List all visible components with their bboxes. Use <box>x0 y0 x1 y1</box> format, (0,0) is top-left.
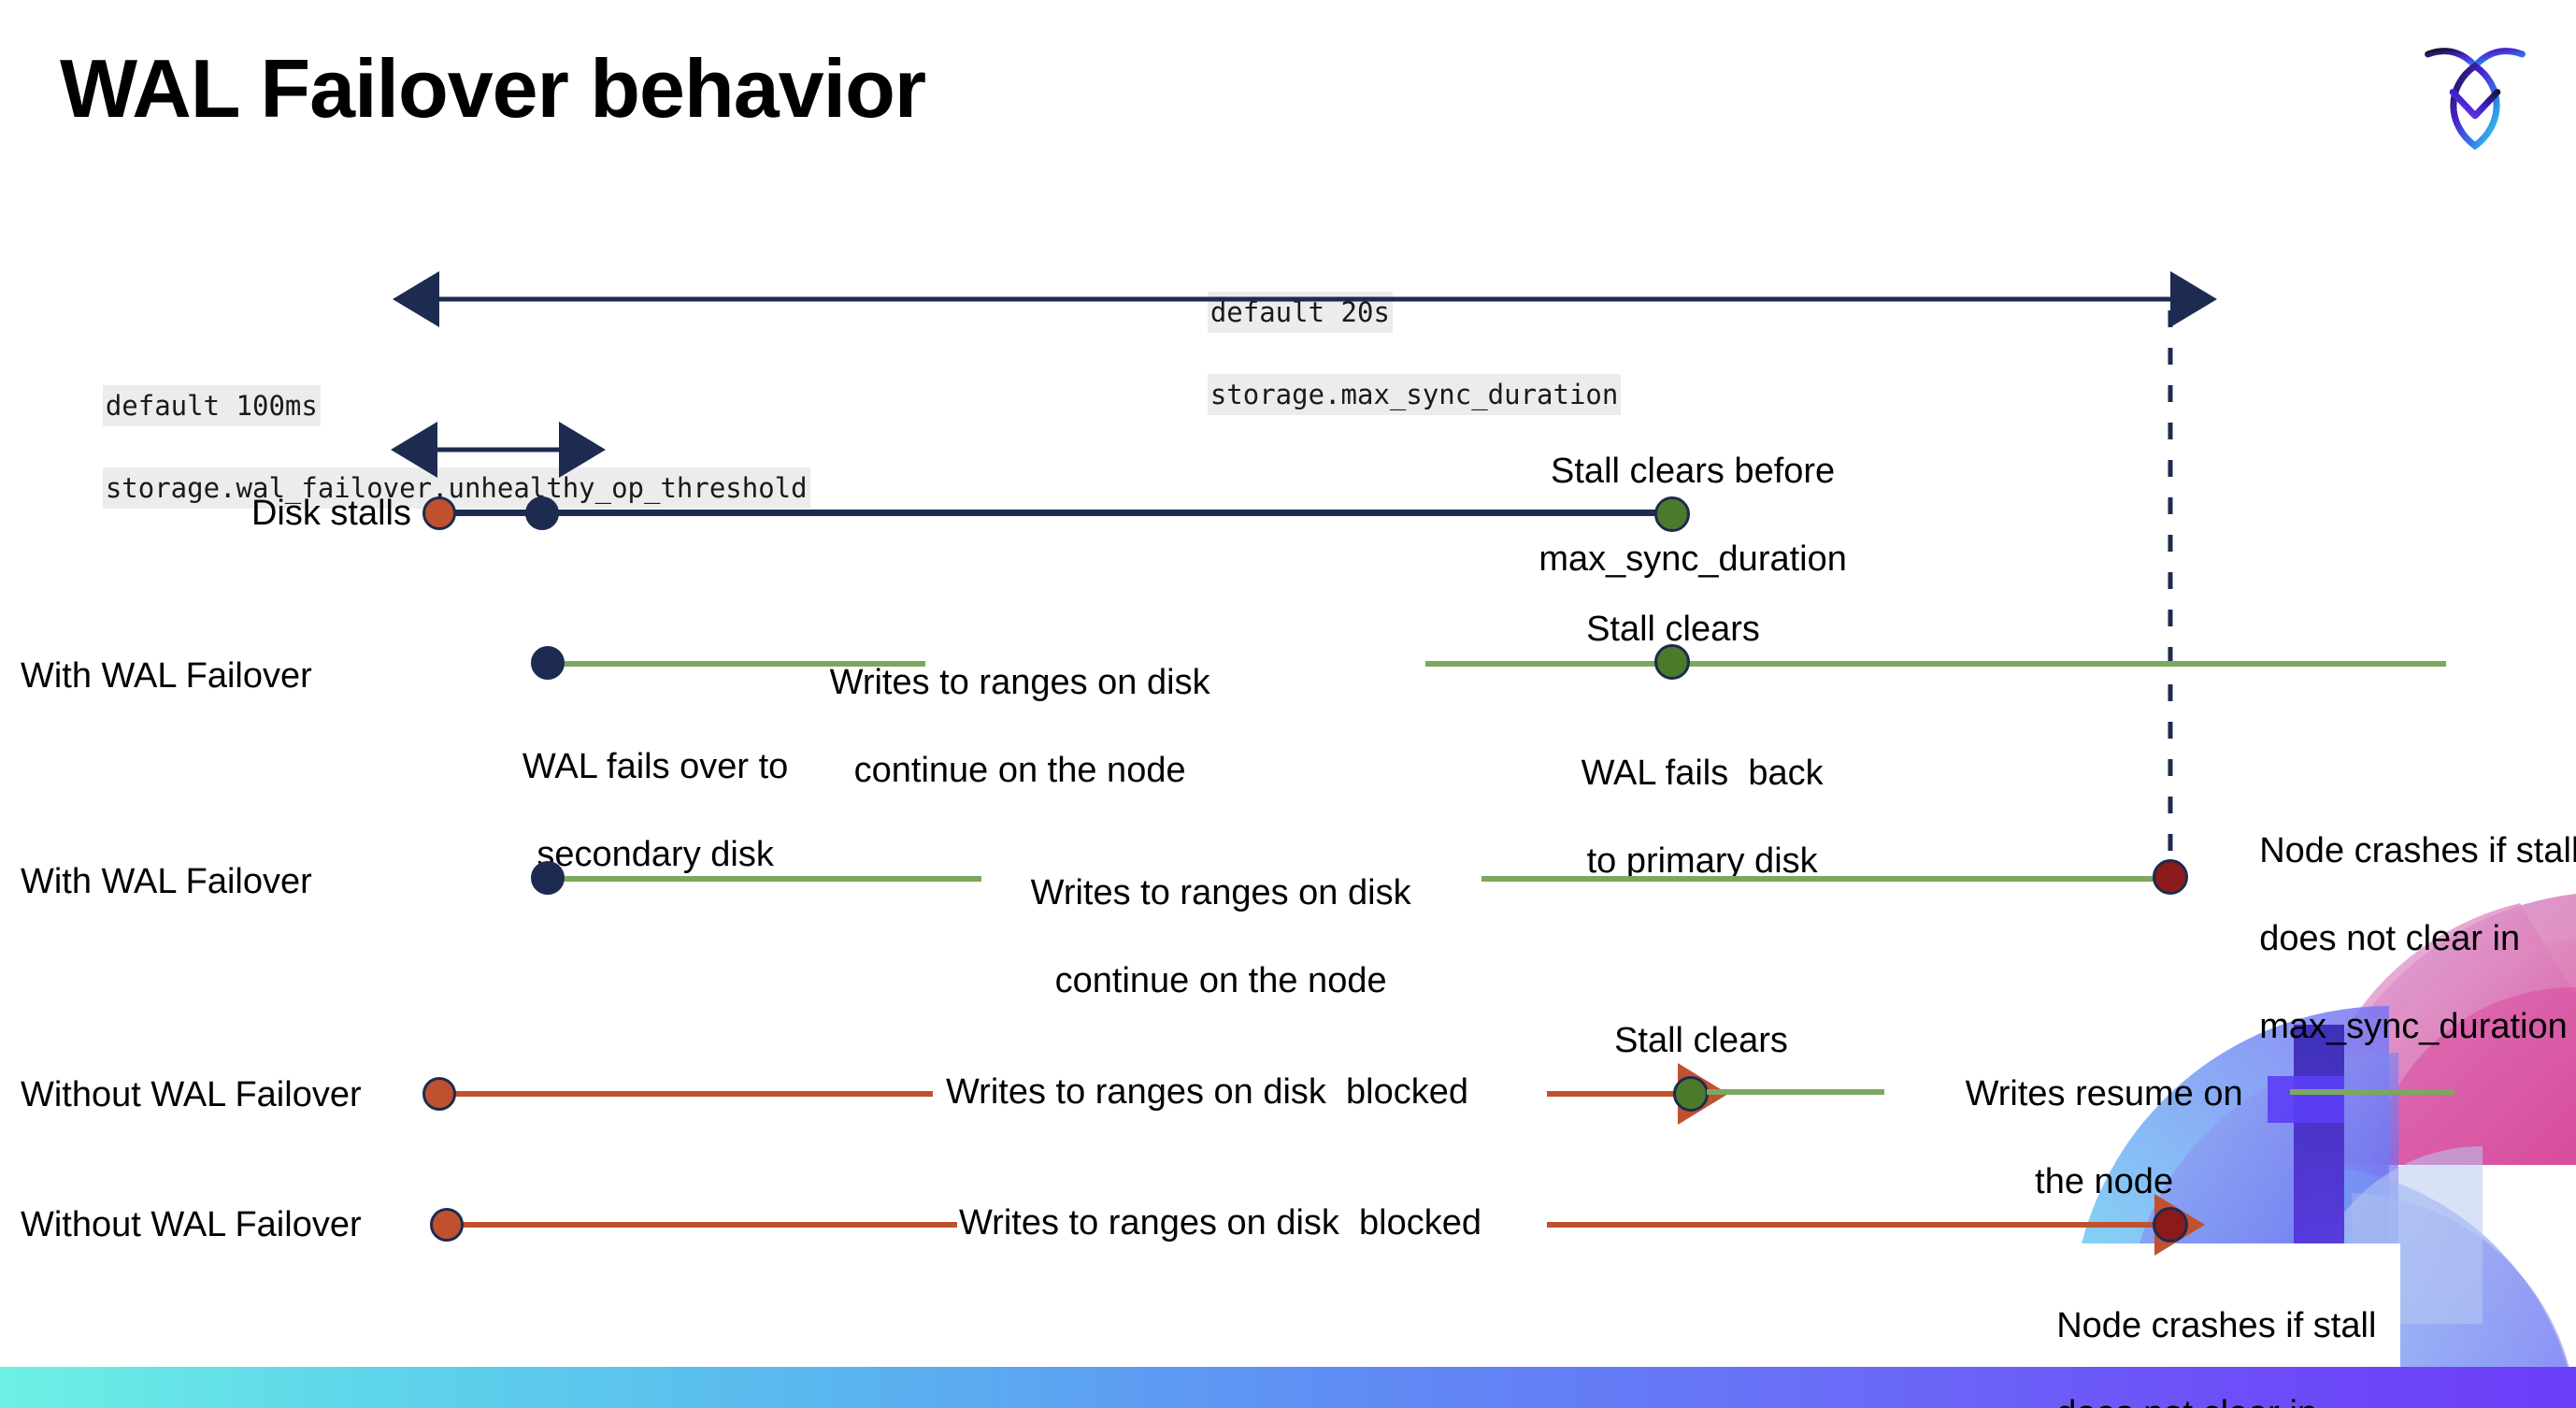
with-failover-1-writes-note-line2: continue on the node <box>853 751 1186 790</box>
row-label-disk-stalls: Disk stalls <box>250 494 411 533</box>
with-failover-1-stall-clears-note: Stall clears <box>1586 610 1760 649</box>
without-failover-1-blocked-note: Writes to ranges on disk blocked <box>946 1072 1469 1112</box>
with-failover-2-writes-note-line2: continue on the node <box>1054 961 1387 1000</box>
with-failover-1-clear-dot <box>1654 644 1690 680</box>
without-failover-1-start-dot <box>422 1077 456 1111</box>
max-sync-setting-name: storage.max_sync_duration <box>1207 374 1622 415</box>
row-label-without-wal-failover-1: Without WAL Failover <box>21 1075 362 1114</box>
row-label-with-wal-failover-1: With WAL Failover <box>21 656 312 696</box>
with-failover-1-failover-dot <box>531 646 565 680</box>
with-failover-1-writes-note: Writes to ranges on disk continue on the… <box>738 617 1262 837</box>
with-failover-2-segment-a <box>542 876 981 882</box>
wal-fails-over-note: WAL fails over to secondary disk <box>411 701 860 921</box>
writes-resume-note-line1: Writes resume on <box>1965 1074 2243 1113</box>
disk-stalls-start-dot <box>422 496 456 530</box>
without-failover-1-blocked-line <box>439 1091 933 1097</box>
without-failover-2-crash-dot <box>2153 1207 2188 1243</box>
wal-fails-over-note-line1: WAL fails over to <box>522 747 789 786</box>
stall-clears-before-note-line1: Stall clears before <box>1551 452 1836 491</box>
without-failover-1-clear-dot <box>1673 1076 1709 1112</box>
disk-stalls-failover-dot <box>525 496 559 530</box>
without-failover-1-resume-segment-b <box>2290 1089 2454 1095</box>
without-failover-2-crash-note-line2: does not clear in <box>2056 1394 2317 1408</box>
without-failover-2-crash-note: Node crashes if stall does not clear in … <box>2017 1260 2410 1408</box>
row-label-without-wal-failover-2: Without WAL Failover <box>21 1205 362 1244</box>
with-failover-1-segment-b <box>1425 661 2446 667</box>
page-title: WAL Failover behavior <box>60 42 926 135</box>
with-failover-2-crash-note-line2: does not clear in <box>2259 919 2521 958</box>
writes-resume-note: Writes resume on the node <box>1897 1028 2271 1248</box>
with-failover-2-crash-note: Node crashes if stall does not clear in … <box>2220 785 2576 1093</box>
with-failover-1-writes-note-line1: Writes to ranges on disk <box>829 663 1210 702</box>
disk-stalls-timeline <box>437 510 1681 516</box>
without-failover-1-stall-clears-note: Stall clears <box>1614 1021 1788 1060</box>
stall-clears-before-note-line2: max_sync_duration <box>1538 539 1847 579</box>
unhealthy-op-default-value: default 100ms <box>102 385 321 426</box>
writes-resume-note-line2: the node <box>2035 1162 2174 1201</box>
max-sync-default-value: default 20s <box>1207 292 1393 333</box>
stall-clears-before-note: Stall clears before max_sync_duration <box>1458 406 1888 625</box>
cockroachdb-logo-icon <box>2410 28 2540 159</box>
row-label-with-wal-failover-2: With WAL Failover <box>21 862 312 901</box>
wal-fails-back-note-line2: to primary disk <box>1586 841 1818 881</box>
with-failover-2-segment-b <box>1481 876 2173 882</box>
without-failover-2-start-dot <box>430 1208 464 1242</box>
without-failover-2-crash-note-line1: Node crashes if stall <box>2056 1306 2377 1345</box>
without-failover-2-blocked-line <box>447 1222 957 1228</box>
wal-fails-back-note-line1: WAL fails back <box>1581 754 1824 793</box>
with-failover-2-writes-note-line1: Writes to ranges on disk <box>1030 873 1411 912</box>
with-failover-1-segment-a <box>542 661 925 667</box>
bottom-gradient-bar <box>0 1367 2576 1408</box>
with-failover-2-crash-note-line1: Node crashes if stall <box>2259 831 2576 870</box>
with-failover-2-crash-note-line3: max_sync_duration <box>2259 1007 2568 1046</box>
with-failover-2-writes-note: Writes to ranges on disk continue on the… <box>935 827 1467 1047</box>
without-failover-1-resume-segment-a <box>1707 1089 1884 1095</box>
disk-stalls-clear-dot <box>1654 496 1690 532</box>
with-failover-2-crash-dot <box>2153 859 2188 895</box>
wal-fails-back-note: WAL fails back to primary disk <box>1505 708 1860 927</box>
wal-fails-over-note-line2: secondary disk <box>537 835 774 874</box>
with-failover-2-failover-dot <box>531 861 565 895</box>
without-failover-2-blocked-note: Writes to ranges on disk blocked <box>959 1203 1482 1243</box>
